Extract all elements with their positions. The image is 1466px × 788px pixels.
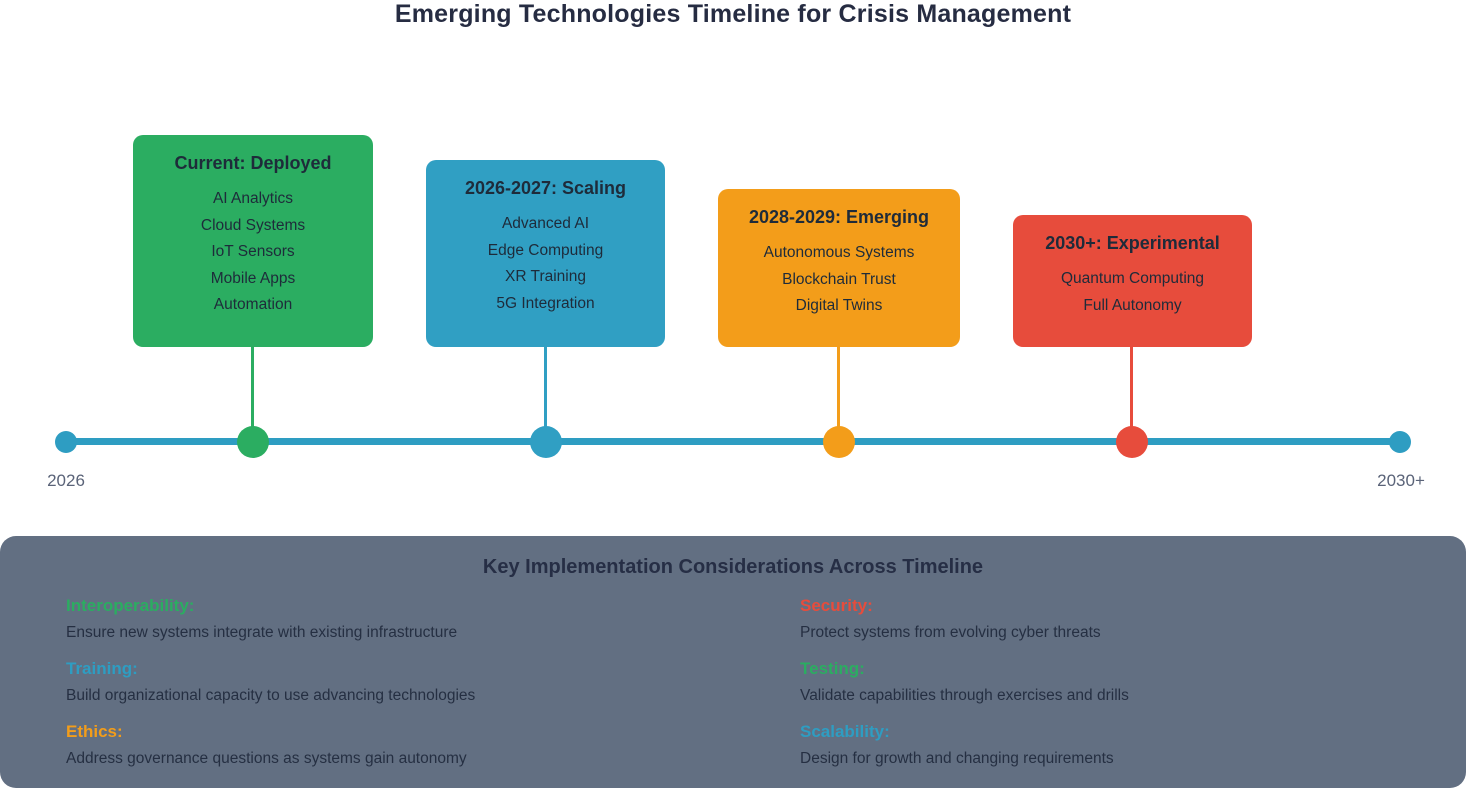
- timeline-axis: [66, 438, 1400, 445]
- consideration-description: Build organizational capacity to use adv…: [66, 687, 476, 704]
- connector-line: [251, 347, 254, 442]
- page-title: Emerging Technologies Timeline for Crisi…: [394, 0, 1072, 28]
- phase-item: Quantum Computing: [1060, 270, 1205, 287]
- consideration-training: Training: Build organizational capacity …: [66, 659, 726, 705]
- phase-item: Advanced AI: [501, 215, 590, 232]
- timeline-phase-dot: [1116, 426, 1148, 458]
- connector-line: [544, 347, 547, 442]
- consideration-label: Ethics:: [66, 722, 123, 741]
- consideration-interoperability: Interoperability: Ensure new systems int…: [66, 596, 726, 642]
- consideration-label: Security:: [800, 596, 873, 615]
- consideration-label: Interoperability:: [66, 596, 195, 615]
- consideration-description: Address governance questions as systems …: [66, 750, 467, 767]
- timeline-phase-dot: [823, 426, 855, 458]
- connector-line: [1130, 347, 1133, 442]
- timeline-phase-dot: [237, 426, 269, 458]
- consideration-testing: Testing: Validate capabilities through e…: [800, 659, 1460, 705]
- phase-item: XR Training: [505, 268, 586, 285]
- considerations-left-column: Interoperability: Ensure new systems int…: [66, 596, 726, 785]
- phase-item: IoT Sensors: [211, 243, 295, 260]
- axis-label-start: 2026: [47, 471, 85, 490]
- consideration-scalability: Scalability: Design for growth and chang…: [800, 722, 1460, 768]
- considerations-panel: Key Implementation Considerations Across…: [0, 536, 1466, 788]
- consideration-security: Security: Protect systems from evolving …: [800, 596, 1460, 642]
- timeline-phase-dot: [530, 426, 562, 458]
- phase-item: Mobile Apps: [210, 269, 296, 287]
- consideration-ethics: Ethics: Address governance questions as …: [66, 722, 726, 768]
- phase-item: Autonomous Systems: [763, 244, 915, 261]
- phase-item: Blockchain Trust: [782, 270, 896, 288]
- consideration-label: Scalability:: [800, 722, 890, 741]
- considerations-right-column: Security: Protect systems from evolving …: [800, 596, 1460, 785]
- phase-item: Digital Twins: [795, 297, 883, 314]
- consideration-label: Training:: [66, 659, 138, 678]
- consideration-description: Protect systems from evolving cyber thre…: [800, 624, 1101, 641]
- phase-item: AI Analytics: [212, 190, 294, 207]
- phase-item: Cloud Systems: [200, 216, 306, 234]
- phase-card-2026-2027-scaling: 2026-2027: Scaling Advanced AI Edge Comp…: [426, 160, 665, 347]
- timeline-end-dot: [1389, 431, 1411, 453]
- phase-card-current-deployed: Current: Deployed AI Analytics Cloud Sys…: [133, 135, 373, 347]
- consideration-label: Testing:: [800, 659, 865, 678]
- considerations-heading: Key Implementation Considerations Across…: [482, 556, 984, 578]
- phase-card-title: 2030+: Experimental: [1045, 233, 1220, 253]
- phase-card-2028-2029-emerging: 2028-2029: Emerging Autonomous Systems B…: [718, 189, 960, 347]
- consideration-description: Design for growth and changing requireme…: [800, 750, 1114, 767]
- phase-card-title: 2026-2027: Scaling: [464, 178, 627, 198]
- phase-item: Edge Computing: [487, 241, 604, 259]
- phase-item: Full Autonomy: [1083, 296, 1182, 314]
- phase-card-title: 2028-2029: Emerging: [748, 207, 930, 227]
- phase-card-2030-experimental: 2030+: Experimental Quantum Computing Fu…: [1013, 215, 1252, 347]
- phase-item: 5G Integration: [496, 294, 595, 312]
- phase-card-title: Current: Deployed: [174, 153, 332, 173]
- phase-item: Automation: [213, 296, 293, 313]
- consideration-description: Ensure new systems integrate with existi…: [66, 624, 458, 641]
- timeline-start-dot: [55, 431, 77, 453]
- consideration-description: Validate capabilities through exercises …: [800, 687, 1129, 704]
- axis-label-end: 2030+: [1377, 471, 1425, 490]
- connector-line: [837, 347, 840, 442]
